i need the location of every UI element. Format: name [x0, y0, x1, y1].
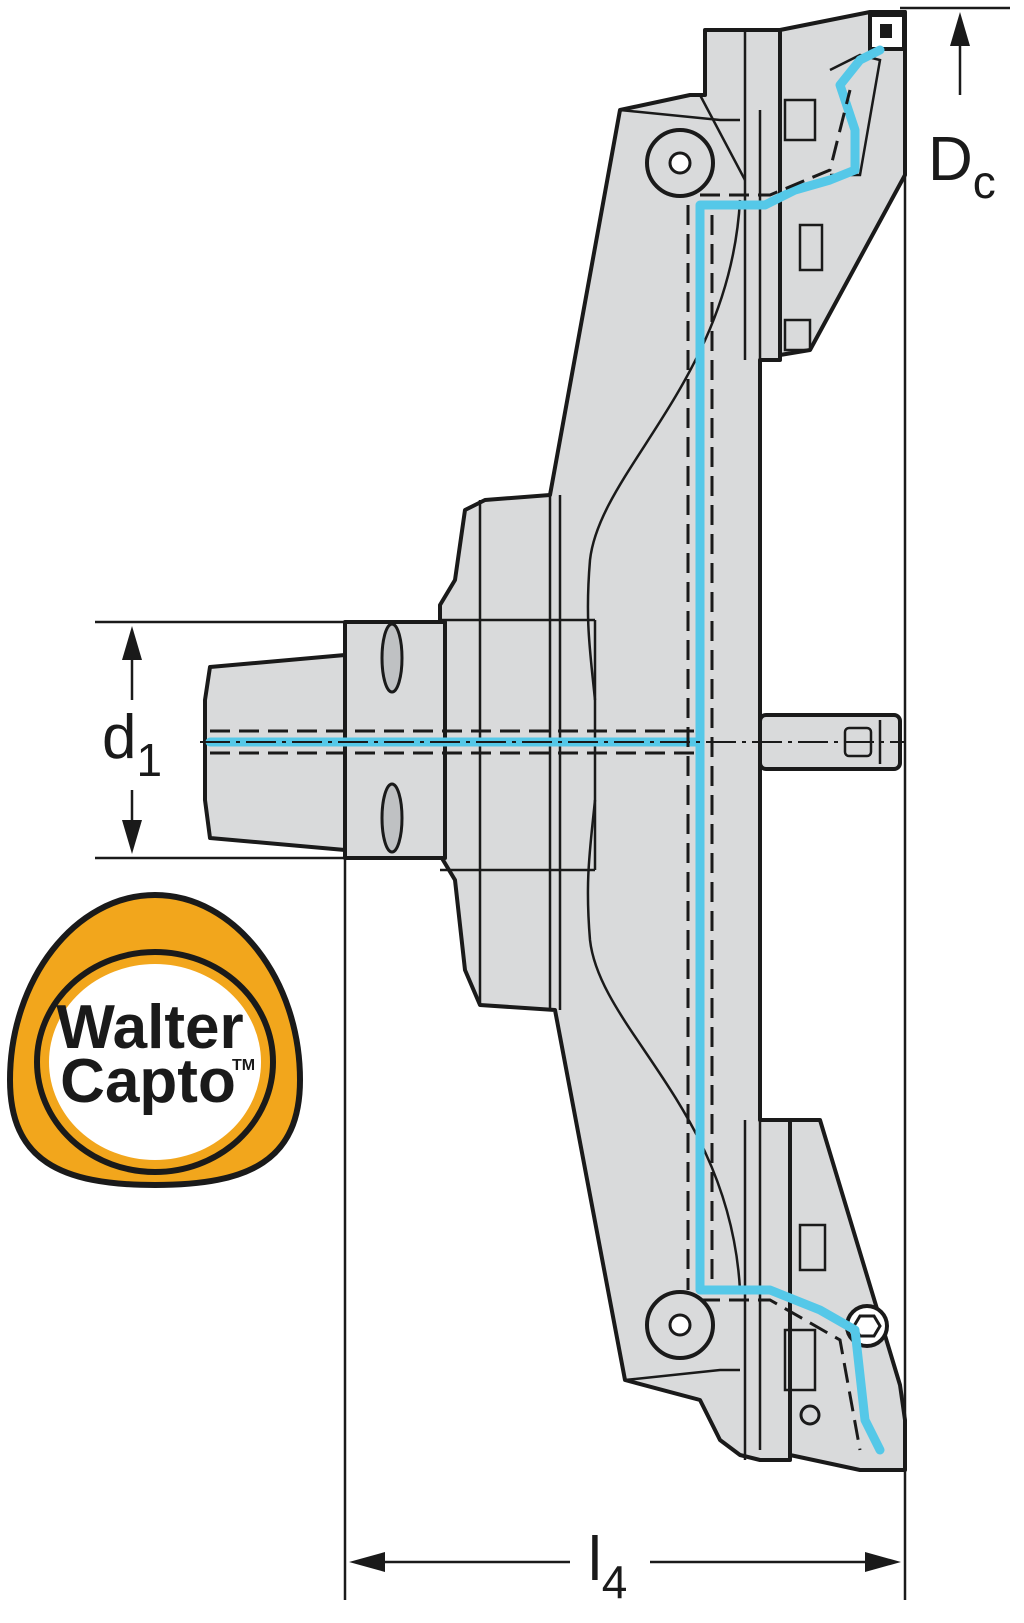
svg-text:d1: d1 [102, 703, 162, 786]
dimension-dc: Dc [900, 6, 1010, 1600]
l4-label: l [588, 1525, 602, 1594]
logo-text-capto: Capto [60, 1047, 236, 1116]
l4-subscript: 4 [602, 1556, 628, 1608]
lower-insert-seat [788, 1118, 907, 1472]
logo-inner-ring [34, 949, 276, 1175]
logo-trademark: TM [232, 1057, 255, 1074]
coolant-radial-channel-lower [695, 737, 885, 1455]
logo-inner-disc [49, 964, 261, 1160]
svg-text:Dc: Dc [928, 125, 996, 208]
coolant-channels [205, 45, 885, 1455]
drive-slot-lower [380, 782, 404, 854]
walter-capto-logo: Walter Capto TM [6, 891, 304, 1189]
dimension-l4: l4 [343, 858, 901, 1608]
dimension-d1: d1 [95, 620, 345, 860]
coolant-radial-channel [695, 45, 885, 747]
dc-subscript: c [973, 156, 996, 208]
d1-label: d [102, 703, 136, 772]
drive-slot-upper [380, 622, 404, 694]
logo-text-walter: Walter [56, 993, 243, 1062]
dc-label: D [928, 125, 973, 194]
svg-text:l4: l4 [588, 1525, 627, 1608]
d1-subscript: 1 [136, 734, 162, 786]
